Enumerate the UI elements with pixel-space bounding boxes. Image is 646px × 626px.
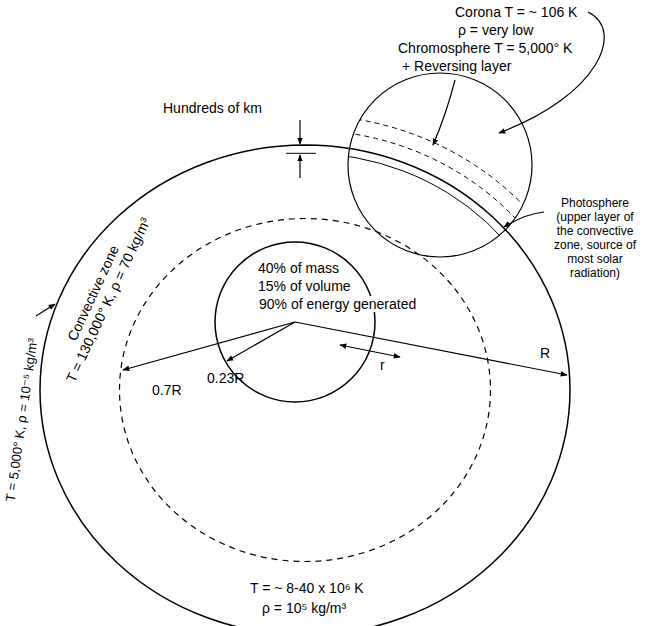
layer-label: T = ~ 8-40 x 10⁶ K [250,580,364,596]
layer-label: R [540,345,550,361]
radius-line [295,322,567,375]
dimension-arrow [299,120,300,144]
convective-boundary [120,219,491,562]
layer-label: Hundreds of km [163,100,262,116]
layer-label: T = 5,000° K, ρ = 10⁻⁵ kg/m³ [3,337,42,502]
sun-surface [40,145,570,626]
layer-label: ρ = very low [458,22,533,38]
zoom-circle [348,73,532,257]
leader-arrow [433,80,455,145]
layer-label: Photosphere (upper layer of the convecti… [548,196,642,280]
layer-label: Corona T = ~ 106 K [455,4,577,20]
layer-label: 15% of volume [258,278,351,294]
layer-label: Chromosphere T = 5,000° K [398,40,572,56]
thickness-tick [286,145,316,146]
layer-label: + Reversing layer [402,58,511,74]
layer-label: ρ = 10⁵ kg/m³ [262,600,346,616]
radius-arrow [340,345,400,357]
layer-label: 0.23R [207,370,244,386]
corona-boundary [10,115,600,626]
chromosphere-boundary [25,130,585,626]
layer-label: r [380,357,385,373]
layer-label: 40% of mass [258,260,339,276]
layer-label: 90% of energy generated [258,296,417,312]
leader-arrow [36,304,55,316]
radius-line [227,322,295,361]
dimension-arrow [299,155,300,178]
thickness-tick [286,153,316,154]
layer-label: 0.7R [152,382,182,398]
photosphere-inner [48,153,562,626]
radius-line [123,322,295,370]
leader-arrow [504,212,544,227]
layer-label: T = 130,000° K, ρ = 70 kg/m³ [63,215,154,385]
